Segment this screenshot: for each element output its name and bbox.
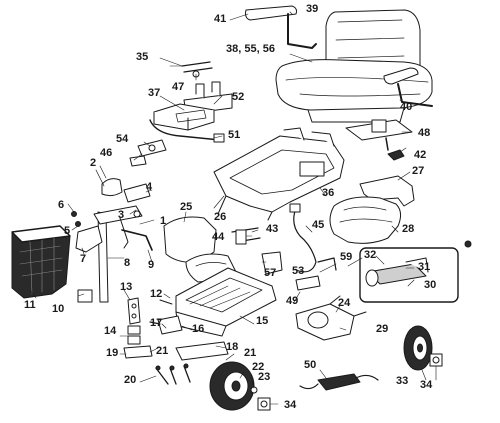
front-shroud-25 (163, 216, 237, 283)
callout-47: 47 (172, 81, 185, 93)
part-3-4 (123, 183, 151, 218)
callout-40: 40 (400, 101, 413, 113)
bracket-19 (123, 345, 153, 359)
tiller-cover-7 (75, 225, 103, 253)
callout-6: 6 (58, 199, 65, 211)
callout-38-55-56: 38, 55, 56 (226, 43, 275, 55)
charger-50 (299, 373, 379, 391)
callout-48: 48 (418, 127, 431, 139)
callout-8: 8 (124, 257, 131, 269)
part-44 (235, 229, 247, 245)
clamp-10 (77, 289, 93, 303)
brace-18 (175, 341, 229, 361)
screw-5-6 (71, 211, 81, 227)
transaxle-group-59 (359, 247, 459, 303)
callout-33: 33 (396, 375, 409, 387)
callout-11: 11 (24, 299, 36, 311)
callout-39: 39 (306, 3, 319, 15)
callout-32: 32 (364, 249, 377, 261)
callout-29: 29 (376, 323, 389, 335)
leader-lines (29, 11, 437, 405)
handlebar-9 (121, 229, 153, 251)
callout-2: 2 (90, 157, 97, 169)
callout-18: 18 (226, 341, 239, 353)
hubcap-34-left (257, 397, 271, 411)
main-frame-15 (159, 267, 277, 337)
callout-34b: 34 (420, 379, 433, 391)
callout-7: 7 (80, 253, 87, 265)
bracket-13 (127, 297, 141, 325)
callout-15: 15 (256, 315, 269, 327)
pin-42 (387, 149, 405, 161)
callout-20: 20 (124, 374, 137, 386)
callout-37: 37 (148, 87, 161, 99)
battery-box-37 (153, 103, 215, 131)
part-46 (129, 155, 147, 167)
bracket-48 (345, 119, 413, 151)
throttle-2 (95, 169, 123, 197)
spacers-14 (127, 325, 141, 345)
part-49 (295, 275, 321, 291)
main-frame-rear-26-36 (213, 127, 345, 221)
callout-22: 22 (252, 361, 265, 373)
rear-cover-28 (329, 196, 402, 244)
hubcap-34-right (429, 353, 443, 367)
callout-50: 50 (304, 359, 317, 371)
callout-28: 28 (402, 223, 415, 235)
callout-27: 27 (412, 165, 425, 177)
callout-43: 43 (266, 223, 279, 235)
callout-12: 12 (150, 288, 163, 300)
motor-mount-24 (295, 295, 367, 341)
callout-13: 13 (120, 281, 133, 293)
callout-46: 46 (100, 147, 113, 159)
front-fork-16-17 (149, 315, 183, 335)
callout-14: 14 (104, 325, 117, 337)
callout-10: 10 (52, 303, 65, 315)
callout-23: 23 (258, 371, 271, 383)
callout-54: 54 (116, 133, 129, 145)
callout-42: 42 (414, 149, 427, 161)
controller-54 (137, 139, 167, 157)
callout-41: 41 (214, 13, 227, 25)
callout-53: 53 (292, 265, 305, 277)
callout-21b: 21 (244, 347, 257, 359)
rear-wheel-33 (403, 325, 433, 371)
seat (275, 9, 433, 123)
callout-34a: 34 (284, 399, 297, 411)
callout-51: 51 (228, 129, 241, 141)
screw-right (464, 240, 472, 248)
callout-35: 35 (136, 51, 149, 63)
callout-9: 9 (148, 259, 155, 271)
hardware-20 (155, 363, 191, 385)
callout-21a: 21 (156, 345, 169, 357)
callout-25: 25 (180, 201, 193, 213)
basket-11 (11, 225, 71, 299)
part-hardware-35 (169, 61, 213, 78)
callout-45: 45 (312, 219, 325, 231)
callout-49: 49 (286, 295, 299, 307)
callout-5: 5 (64, 225, 71, 237)
callout-24: 24 (338, 297, 351, 309)
callout-57: 57 (264, 267, 277, 279)
callout-19: 19 (106, 347, 119, 359)
callout-26: 26 (214, 211, 227, 223)
callout-59: 59 (340, 251, 353, 263)
callout-31: 31 (418, 261, 431, 273)
callout-30: 30 (424, 279, 437, 291)
callout-1: 1 (160, 215, 167, 227)
part-53 (317, 257, 337, 271)
wiring-45 (289, 203, 317, 273)
callout-52: 52 (232, 91, 245, 103)
armrest-right (383, 67, 433, 107)
front-wheel (209, 361, 255, 411)
callout-3: 3 (118, 209, 125, 221)
callout-17: 17 (150, 317, 163, 329)
callout-36: 36 (322, 187, 335, 199)
callout-4: 4 (146, 181, 153, 193)
callout-16: 16 (192, 323, 205, 335)
callout-44: 44 (212, 231, 225, 243)
bracket-57 (261, 251, 283, 275)
